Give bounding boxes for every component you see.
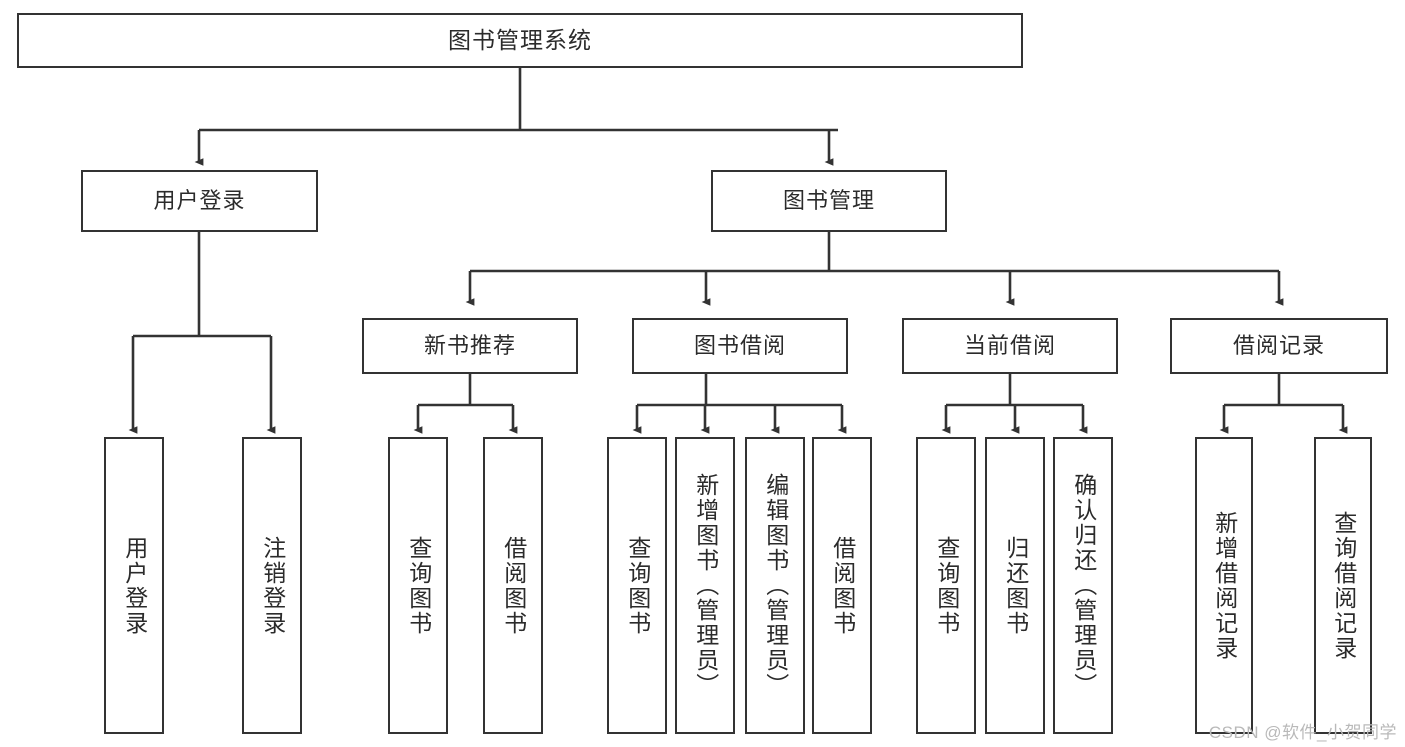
node-leaf-query-book-borrow[interactable]: 查询图书 [607,437,667,734]
csdn-watermark: CSDN @软件_小贺同学 [1208,723,1397,742]
node-leaf-query-book-current[interactable]: 查询图书 [916,437,976,734]
node-level3-borrow-record[interactable]: 借阅记录 [1170,318,1388,374]
node-level3-book-borrow[interactable]: 图书借阅 [632,318,848,374]
node-leaf-add-book-admin[interactable]: 新增图书（管理员） [675,437,735,734]
node-leaf-user-login[interactable]: 用户登录 [104,437,164,734]
node-leaf-query-book-recommend[interactable]: 查询图书 [388,437,448,734]
node-root[interactable]: 图书管理系统 [17,13,1023,68]
node-leaf-return-book[interactable]: 归还图书 [985,437,1045,734]
node-level3-new-book-recommend[interactable]: 新书推荐 [362,318,578,374]
node-level2-user-login[interactable]: 用户登录 [81,170,318,232]
node-leaf-query-borrow-record[interactable]: 查询借阅记录 [1314,437,1372,734]
node-leaf-borrow-book-recommend[interactable]: 借阅图书 [483,437,543,734]
node-level3-current-borrow[interactable]: 当前借阅 [902,318,1118,374]
node-leaf-edit-book-admin[interactable]: 编辑图书（管理员） [745,437,805,734]
node-leaf-logout[interactable]: 注销登录 [242,437,302,734]
node-leaf-confirm-return-admin[interactable]: 确认归还（管理员） [1053,437,1113,734]
node-level2-book-management[interactable]: 图书管理 [711,170,947,232]
node-leaf-add-borrow-record[interactable]: 新增借阅记录 [1195,437,1253,734]
node-leaf-borrow-book[interactable]: 借阅图书 [812,437,872,734]
